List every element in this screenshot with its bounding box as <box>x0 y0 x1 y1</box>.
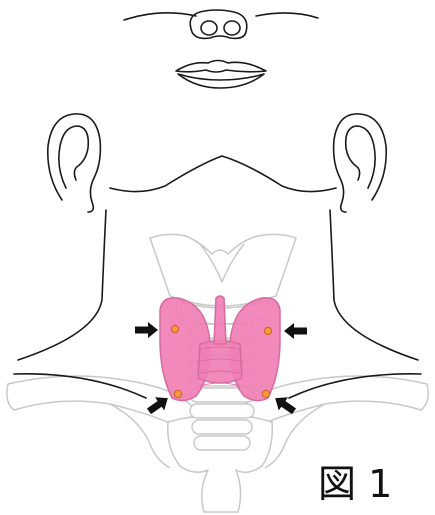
black-arrow-icon <box>135 322 158 338</box>
nostril-left <box>201 21 217 35</box>
nostril-right <box>224 21 240 35</box>
nose-bridge-left <box>124 13 196 20</box>
orange-dot-icon <box>171 325 178 332</box>
pyramidal-lobe <box>214 296 226 344</box>
thyroid-cartilage <box>150 234 296 306</box>
orange-dot-icon <box>174 390 181 397</box>
orange-dot-icon <box>264 327 271 334</box>
upper-lip <box>176 61 266 73</box>
black-arrow-icon <box>284 323 307 339</box>
ear-left <box>48 114 101 212</box>
neck-right-side <box>330 210 418 360</box>
neck-left-side <box>18 210 106 360</box>
nose-bridge-right <box>256 13 318 18</box>
ear-right <box>334 114 387 212</box>
orange-dot-icon <box>262 390 269 397</box>
figure-label: 図 1 <box>318 462 392 506</box>
lower-lip <box>178 74 264 88</box>
face <box>110 10 336 192</box>
jaw-line <box>110 156 336 192</box>
